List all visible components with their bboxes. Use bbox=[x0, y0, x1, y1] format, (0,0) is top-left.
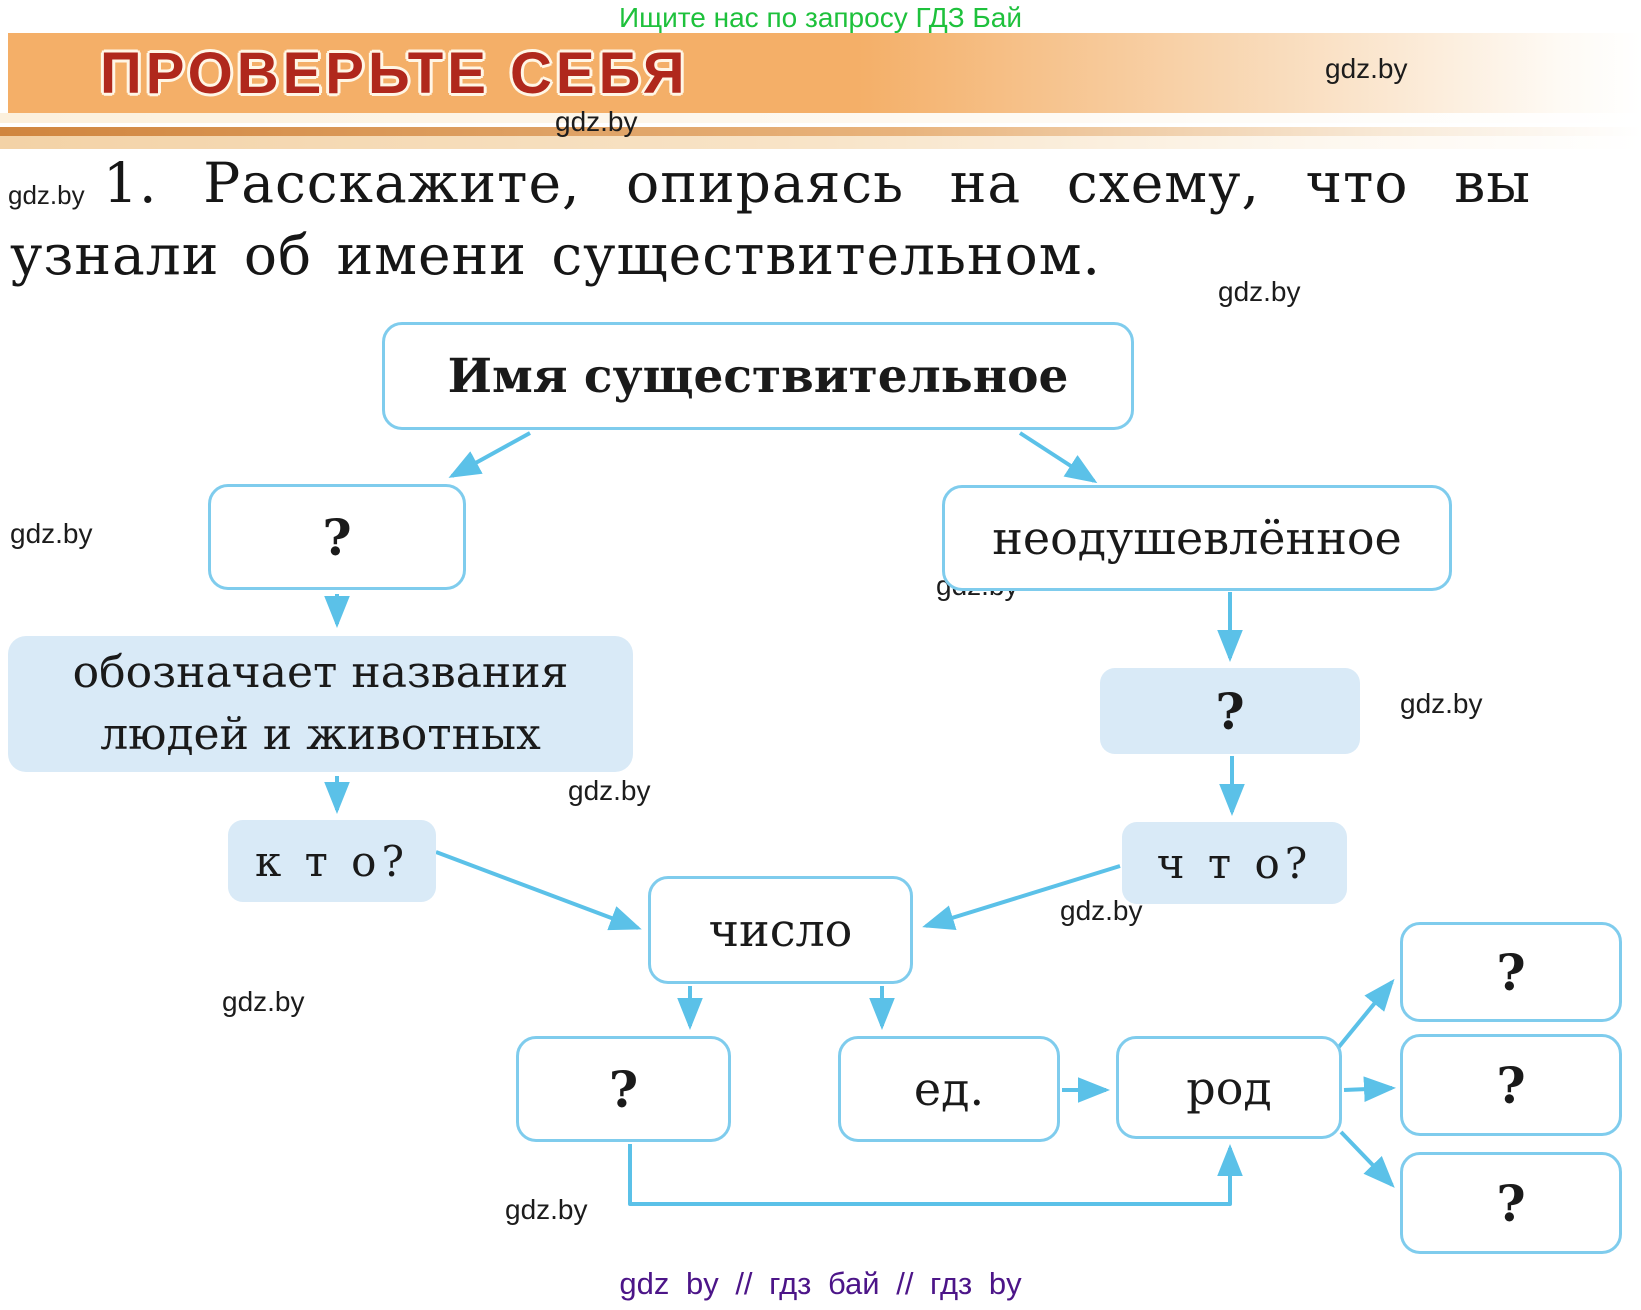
node-gender-question-1: ? bbox=[1400, 922, 1622, 1022]
arrow-what-to-number bbox=[922, 864, 1121, 930]
node-singular: ед. bbox=[838, 1036, 1060, 1142]
watermark: gdz.by bbox=[1400, 688, 1483, 719]
section-banner: ПРОВЕРЬТЕ СЕБЯ bbox=[8, 33, 1641, 113]
watermark: gdz.by bbox=[568, 775, 651, 806]
node-inanimate-question: ? bbox=[1100, 668, 1360, 754]
banner-underline-cream bbox=[0, 113, 1641, 123]
watermark: gdz.by bbox=[222, 986, 305, 1017]
task-text-line-1: 1. Расскажите, опираясь на схему, что вы bbox=[103, 151, 1531, 215]
arrow-plural-q-to-gender bbox=[628, 1144, 1243, 1206]
node-noun-root: Имя существительное bbox=[382, 322, 1134, 430]
node-gender-question-3: ? bbox=[1400, 1152, 1622, 1254]
node-number: число bbox=[648, 876, 913, 984]
arrow-gender-to-q1 bbox=[1336, 978, 1395, 1050]
node-gender-question-2: ? bbox=[1400, 1034, 1622, 1136]
promo-text: Ищите нас по запросу ГДЗ Бай bbox=[618, 2, 1023, 33]
arrow-root-to-inanimate bbox=[1018, 431, 1098, 484]
watermark: gdz.by bbox=[505, 1194, 588, 1225]
banner-underline-orange bbox=[0, 127, 1641, 136]
watermark: gdz.by bbox=[10, 518, 93, 549]
watermark: gdz.by bbox=[8, 180, 85, 210]
node-meaning: обозначает названия людей и животных bbox=[8, 636, 633, 772]
section-title: ПРОВЕРЬТЕ СЕБЯ bbox=[100, 40, 689, 106]
node-what-question: ч т о? bbox=[1122, 822, 1347, 904]
watermark: gdz.by bbox=[1218, 276, 1301, 307]
node-inanimate: неодушевлённое bbox=[942, 485, 1452, 591]
node-animate-question: ? bbox=[208, 484, 466, 590]
arrow-gender-to-q3 bbox=[1339, 1130, 1395, 1188]
task-text-line-2: узнали об имени существительном. bbox=[10, 223, 1101, 287]
node-plural-question: ? bbox=[516, 1036, 731, 1142]
footer-text: gdz by // гдз бай // гдз by bbox=[619, 1266, 1022, 1301]
node-gender: род bbox=[1116, 1036, 1342, 1139]
arrow-gender-to-q2 bbox=[1343, 1076, 1396, 1102]
arrow-who-to-number bbox=[435, 850, 642, 931]
banner-underline-tan bbox=[0, 136, 1641, 149]
watermark: gdz.by bbox=[1325, 53, 1408, 84]
arrow-root-to-animate-q bbox=[448, 431, 531, 478]
node-who-question: к т о? bbox=[228, 820, 436, 902]
watermark: gdz.by bbox=[555, 106, 638, 137]
